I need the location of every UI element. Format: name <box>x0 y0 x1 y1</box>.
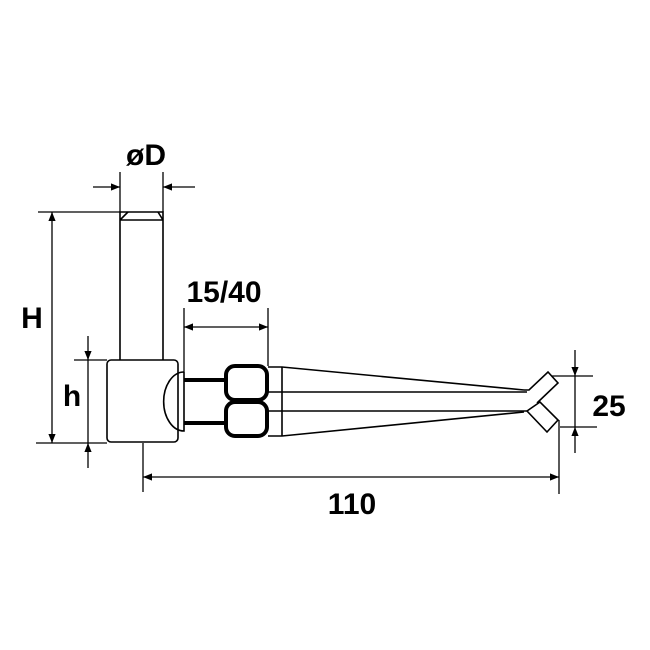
pin <box>119 211 164 360</box>
jaw-tips <box>524 370 560 434</box>
length-dimension: 110 <box>142 420 560 521</box>
tip-width-dimension: 25 <box>552 350 626 453</box>
diameter-dimension: øD <box>93 139 195 212</box>
body-block <box>106 359 179 443</box>
dome <box>162 371 185 432</box>
range-label: 15/40 <box>186 276 261 309</box>
diameter-label: øD <box>126 139 166 172</box>
height-block-label: h <box>63 380 81 413</box>
tip-width-label: 25 <box>592 390 625 423</box>
shaft <box>184 378 225 425</box>
height-total-dimension: H <box>21 211 120 444</box>
height-block-dimension: h <box>63 336 107 468</box>
hex-nut <box>224 364 269 438</box>
length-label: 110 <box>328 488 376 521</box>
range-dimension: 15/40 <box>183 276 269 372</box>
height-total-label: H <box>21 302 43 335</box>
tapered-arms <box>268 366 527 437</box>
